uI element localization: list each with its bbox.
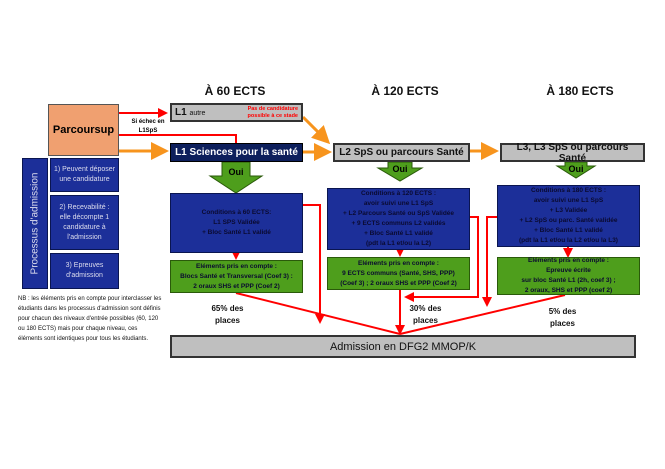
cond-line: + L2 SpS ou parc. Santé validée <box>519 217 618 224</box>
cond-line: L1 SPS Validée <box>213 219 260 226</box>
elements-180: Eléments pris en compte : Epreuve écrite s… <box>497 257 640 295</box>
elem-line: Blocs Santé et Transversal (Coef 3) : <box>180 272 293 280</box>
oui-label-60: Oui <box>228 167 244 177</box>
cond-line: Conditions à 60 ECTS: <box>201 209 272 216</box>
elem-line: (Coef 3) ; 2 oraux SHS et PPP (Coef 2) <box>340 279 457 287</box>
cond-line: + Bloc Santé L1 validé <box>202 229 271 236</box>
oui-label-180: Oui <box>568 164 584 174</box>
cond-line: avoir suivi une L1 SpS <box>533 197 604 204</box>
elem-line: Eléments pris en compte : <box>358 259 439 267</box>
elem-line: Epreuve écrite <box>546 267 591 274</box>
cond-line: + Bloc Santé L1 validé <box>534 227 603 234</box>
cond-line: (pdt la L1 et/ou la L2 et/ou la L3) <box>519 237 618 244</box>
places-65: 65% des places <box>211 304 244 325</box>
l1-autre-sub: autre <box>189 110 206 117</box>
elements-120: Eléments pris en compte : 9 ECTS communs … <box>327 257 470 290</box>
processus-title: Processus d'admission <box>29 172 41 275</box>
elem-line: 2 oraux, SHS et PPP (coef 2) <box>524 287 613 294</box>
admission-box: Admission en DFG2 MMOP/K <box>170 335 636 358</box>
cond-line: Conditions à 120 ECTS : <box>360 190 437 197</box>
cond-line: + 9 ECTS communs L2 validés <box>351 220 446 227</box>
processus-title-box: Processus d'admission <box>22 158 48 289</box>
elem-line: 9 ECTS communs (Santé, SHS, PPP) <box>342 269 455 277</box>
cond-line: Conditions à 180 ECTS : <box>530 187 607 194</box>
l1-sps-box: L1 Sciences pour la santé <box>170 143 303 162</box>
nb-note: NB : les éléments pris en compte pour in… <box>18 296 162 342</box>
places-30: 30% des places <box>409 304 442 325</box>
no-candidature-note: Pas de candidature possible à ce stade <box>247 105 298 119</box>
cond-line: avoir suivi une L1 SpS <box>363 200 434 207</box>
cond-line: + L3 Validée <box>549 207 588 214</box>
header-180: À 180 ECTS <box>546 84 614 98</box>
cond-line: + Bloc Santé L1 validé <box>364 230 433 237</box>
l1-label: L1 <box>175 107 187 118</box>
elements-60: Eléments pris en compte : Blocs Santé et … <box>170 260 303 293</box>
step-3: 3) Epreuves d'admission <box>50 253 119 289</box>
elem-line: Eléments pris en compte : <box>528 257 609 264</box>
parcoursup-box: Parcoursup <box>48 104 119 156</box>
l2-box: L2 SpS ou parcours Santé <box>333 143 470 162</box>
conditions-60: Conditions à 60 ECTS: L1 SPS Validée + Blo… <box>170 193 303 253</box>
elem-line: Eléments pris en compte : <box>196 262 277 270</box>
conditions-120: Conditions à 120 ECTS : avoir suivi une L… <box>327 188 470 250</box>
header-60: À 60 ECTS <box>204 84 266 98</box>
places-5: 5% des places <box>548 307 577 328</box>
conditions-180: Conditions à 180 ECTS : avoir suivi une L… <box>497 185 640 247</box>
cond-line: (pdt la L1 et/ou la L2) <box>365 240 431 247</box>
l3-box: L3, L3 SpS ou parcours Santé <box>500 142 645 164</box>
header-120: À 120 ECTS <box>371 84 439 98</box>
oui-arrows <box>208 161 597 194</box>
echec-label: Si échec en L1SpS <box>131 119 165 134</box>
oui-label-120: Oui <box>392 164 408 174</box>
elem-line: sur bloc Santé L1 (2h, coef 3) ; <box>521 277 616 284</box>
cond-line: + L2 Parcours Santé ou SpS Validée <box>342 210 455 217</box>
elem-line: 2 oraux SHS et PPP (Coef 2) <box>193 282 280 290</box>
orange-arrows <box>118 115 499 161</box>
l1-autre-box: L1 autre Pas de candidature possible à c… <box>170 103 303 122</box>
l1-autre-title: L1 autre <box>175 107 205 118</box>
step-2: 2) Recevabilité : elle décompte 1 candid… <box>50 195 119 250</box>
step-1: 1) Peuvent déposer une candidature <box>50 158 119 192</box>
